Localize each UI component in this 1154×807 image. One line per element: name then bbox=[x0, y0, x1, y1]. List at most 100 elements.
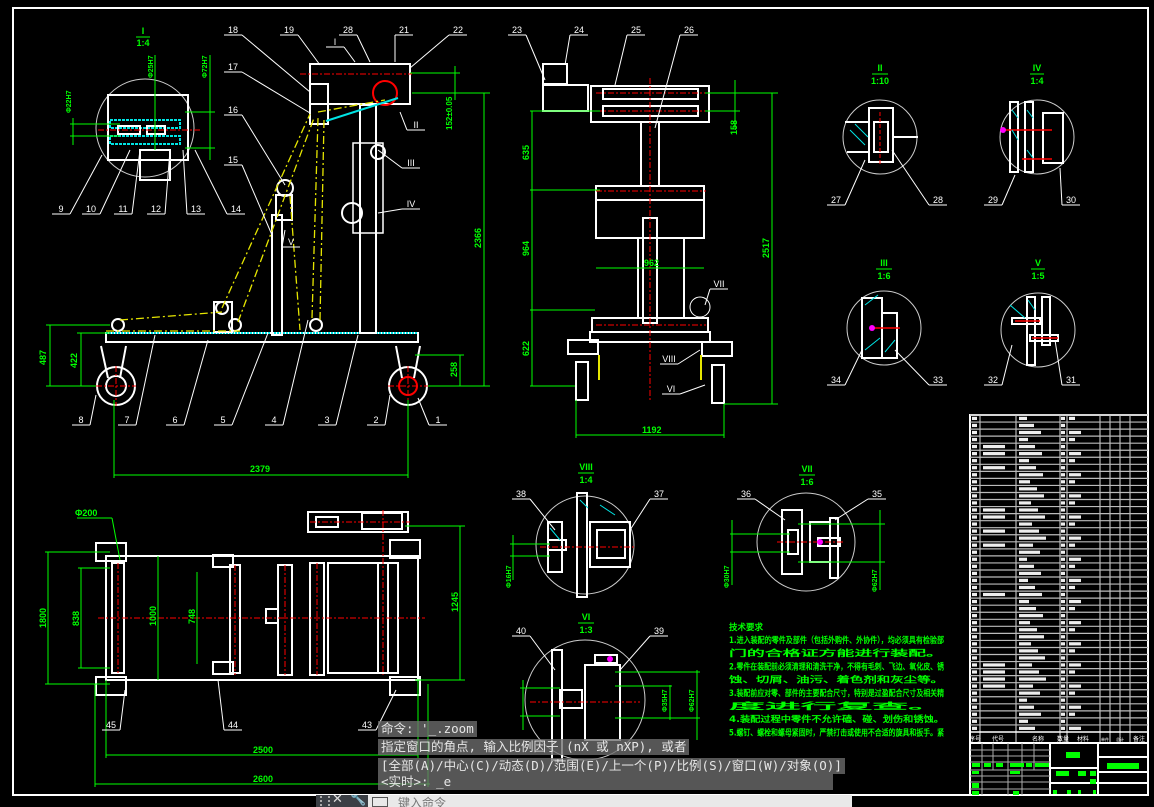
dim-2517: 2517 bbox=[761, 238, 771, 258]
balloon-label: 22 bbox=[453, 25, 463, 35]
bom-cell-mark bbox=[1061, 621, 1065, 625]
dim-d22: Φ22H7 bbox=[66, 90, 73, 113]
svg-text:1:4: 1:4 bbox=[1030, 76, 1043, 86]
view-title-II: II1:10 bbox=[871, 63, 889, 86]
bom-cell-mark bbox=[1019, 416, 1027, 420]
balloon-label: III bbox=[407, 158, 415, 168]
balloon-leader bbox=[217, 679, 225, 731]
balloon-label: 39 bbox=[654, 626, 664, 636]
balloon-leader bbox=[335, 334, 359, 426]
bom-header: 单件 bbox=[1101, 736, 1109, 742]
close-icon[interactable]: ✕ bbox=[332, 795, 343, 807]
balloon-V: V bbox=[281, 229, 300, 248]
bom-cell-mark bbox=[1069, 430, 1081, 435]
bom-cell-mark bbox=[983, 677, 1005, 681]
bom-cell-mark bbox=[972, 452, 977, 456]
bom-cell-mark bbox=[1061, 459, 1065, 463]
balloon-label: 29 bbox=[988, 195, 998, 205]
bom-cell-mark bbox=[972, 698, 977, 702]
dim-1192: 1192 bbox=[642, 425, 662, 435]
command-prompt-icon[interactable] bbox=[372, 797, 388, 807]
tech-line: 度进行复查。 bbox=[729, 701, 944, 712]
dim-d72: Φ72H7 bbox=[202, 55, 209, 78]
bom-row bbox=[972, 642, 1081, 646]
bom-row bbox=[972, 529, 1065, 533]
bom-row bbox=[972, 444, 1065, 449]
bom-cell-mark bbox=[1061, 515, 1065, 519]
balloon-17: 17 bbox=[224, 62, 311, 114]
balloon-30: 30 bbox=[1059, 167, 1080, 206]
balloon-label: 3 bbox=[324, 415, 329, 425]
bom-cell-mark bbox=[1069, 684, 1081, 688]
svg-text:VII: VII bbox=[801, 464, 812, 474]
bom-cell-mark bbox=[1019, 585, 1035, 590]
dim-vii-1: Φ30H7 bbox=[724, 565, 731, 588]
bom-row bbox=[972, 550, 1065, 554]
balloon-leader bbox=[417, 397, 430, 426]
balloon-40: 40 bbox=[512, 626, 556, 671]
bom-cell-mark bbox=[1061, 480, 1065, 484]
balloon-36: 36 bbox=[737, 489, 786, 521]
balloon-leader bbox=[241, 164, 273, 236]
bom-table: 序号代号名称数量材料单件总计备注 bbox=[969, 414, 1149, 744]
bom-cell-mark bbox=[1019, 473, 1043, 477]
bom-row bbox=[972, 684, 1081, 688]
customize-wrench-icon[interactable]: 🔧 bbox=[350, 795, 367, 807]
balloon-leader bbox=[529, 498, 556, 531]
bom-header: 名称 bbox=[1032, 735, 1044, 743]
balloon-label: 12 bbox=[151, 204, 161, 214]
bom-cell-mark bbox=[983, 592, 1005, 597]
balloon-38: 38 bbox=[512, 489, 556, 531]
bom-header: 材料 bbox=[1077, 735, 1089, 743]
dim-2500: 2500 bbox=[253, 745, 273, 755]
balloon-label: VI bbox=[667, 384, 676, 394]
bom-cell-mark bbox=[1069, 480, 1075, 484]
bom-cell-mark bbox=[972, 480, 977, 484]
balloon-25: 25 bbox=[614, 25, 645, 86]
command-history-line-2: 指定窗口的角点, 输入比例因子 (nX 或 nXP), 或者 bbox=[378, 739, 690, 755]
view-title-VI: VI1:3 bbox=[578, 612, 594, 635]
bom-cell-mark bbox=[1061, 684, 1065, 688]
bom-cell-mark bbox=[1061, 670, 1065, 674]
bom-cell-mark bbox=[1019, 691, 1040, 695]
bom-cell-mark bbox=[983, 529, 1005, 533]
detail-view-VIII bbox=[510, 492, 635, 598]
dim-2366: 2366 bbox=[473, 228, 483, 248]
balloon-label: VII bbox=[713, 279, 724, 289]
technical-requirements: 技术要求 1.进入装配的零件及部件（包括外购件、外协件），均必须具有检验部门的合… bbox=[727, 622, 944, 738]
bom-cell-mark bbox=[1019, 649, 1038, 653]
balloon-leader bbox=[297, 34, 321, 66]
dim-962: 962 bbox=[644, 258, 659, 268]
balloon-leader bbox=[384, 394, 391, 426]
bom-row bbox=[972, 473, 1081, 477]
balloon-label: 32 bbox=[988, 375, 998, 385]
svg-text:VIII: VIII bbox=[579, 462, 593, 472]
command-line-bar[interactable]: ✕ 🔧 键入命令 bbox=[316, 795, 852, 807]
balloon-label: II bbox=[413, 120, 418, 130]
bom-row bbox=[972, 698, 1065, 702]
bom-cell-mark bbox=[972, 663, 977, 667]
bom-cell-mark bbox=[1061, 705, 1065, 709]
bom-header: 序号 bbox=[969, 735, 981, 743]
bom-cell-mark bbox=[972, 635, 977, 639]
detail-view-II bbox=[842, 99, 918, 175]
detail-view-I bbox=[70, 55, 215, 181]
drag-grip-icon[interactable] bbox=[320, 796, 330, 806]
bom-cell-mark bbox=[1019, 656, 1045, 660]
bom-cell-mark bbox=[972, 416, 977, 420]
bom-row bbox=[972, 578, 1081, 583]
balloon-8: 8 bbox=[72, 394, 97, 426]
bom-cell-mark bbox=[1019, 571, 1041, 575]
bom-cell-mark bbox=[1061, 719, 1065, 723]
base-beam bbox=[105, 332, 419, 343]
bom-row bbox=[972, 564, 1075, 568]
balloon-label: 28 bbox=[933, 195, 943, 205]
command-input[interactable]: 键入命令 bbox=[368, 795, 852, 807]
balloon-IV: IV bbox=[377, 199, 420, 214]
bom-cell-mark bbox=[983, 670, 1005, 674]
balloon-leader bbox=[1001, 344, 1013, 386]
svg-text:IV: IV bbox=[1033, 63, 1042, 73]
svg-text:1:6: 1:6 bbox=[877, 271, 890, 281]
